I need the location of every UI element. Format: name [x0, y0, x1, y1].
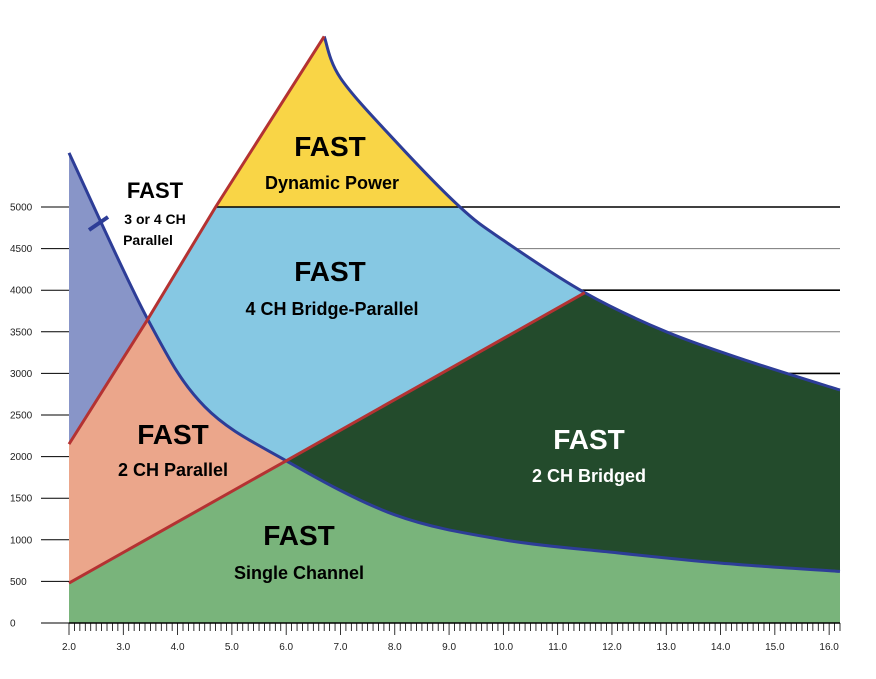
y-tick-label: 2500: [10, 411, 33, 422]
y-tick-label: 1500: [10, 494, 33, 505]
region-four-ch-bridge-parallel: [147, 207, 585, 461]
region-two-ch-bridged: [286, 292, 840, 572]
x-tick-label: 4.0: [171, 642, 185, 653]
x-tick-label: 8.0: [388, 642, 402, 653]
y-tick-label: 4000: [10, 286, 33, 297]
region-label-bridge-parallel-subtitle: 4 CH Bridge-Parallel: [245, 299, 418, 319]
y-tick-label: 0: [10, 619, 16, 630]
chart-regions: [69, 36, 840, 623]
x-tick-label: 7.0: [334, 642, 348, 653]
grid-lines: [215, 206, 840, 375]
x-tick-label: 5.0: [225, 642, 239, 653]
region-dynamic-power: [215, 36, 460, 207]
y-tick-label: 3000: [10, 369, 33, 380]
parallel-line: [67, 35, 326, 445]
x-tick-label: 13.0: [657, 642, 677, 653]
axes: 2.0 3.0 4.0 5.0 6.0 7.0 8.0 9.0 10.0 11.0 12.0 13.0…: [10, 203, 841, 653]
region-label-three-four-subtitle: 3 or 4 CH: [124, 211, 185, 227]
y-tick-label: 4500: [10, 244, 33, 255]
region-label-dynamic-power-title: FAST: [294, 131, 366, 162]
region-three-four-ch-parallel: [69, 152, 148, 445]
bridge-line: [68, 291, 586, 585]
x-tick-label: 12.0: [602, 642, 622, 653]
x-tick-label: 11.0: [548, 642, 567, 653]
y-tick-label: 2000: [10, 452, 33, 463]
x-tick-label: 2.0: [62, 642, 76, 653]
region-label-single-channel-subtitle: Single Channel: [234, 563, 364, 583]
x-tick-label: 16.0: [819, 642, 839, 653]
region-labels: FAST Dynamic Power FAST 4 CH Bridge-Para…: [118, 131, 646, 583]
y-tick-label: 1000: [10, 535, 33, 546]
region-label-three-four-subtitle-2: Parallel: [123, 232, 173, 248]
region-label-dynamic-power-subtitle: Dynamic Power: [265, 173, 399, 193]
region-single-channel: [69, 460, 840, 623]
region-two-ch-parallel: [69, 319, 287, 584]
x-tick-label: 14.0: [711, 642, 731, 653]
region-label-single-channel-title: FAST: [263, 520, 335, 551]
region-label-two-ch-bridged-subtitle: 2 CH Bridged: [532, 466, 646, 486]
power-curve-line: [322, 35, 841, 392]
region-label-two-ch-parallel-subtitle: 2 CH Parallel: [118, 460, 228, 480]
y-tick-label: 500: [10, 577, 27, 588]
x-tick-label: 10.0: [494, 642, 514, 653]
x-tick-label: 9.0: [442, 642, 456, 653]
region-label-three-four-title: FAST: [127, 178, 184, 203]
y-tick-label: 3500: [10, 327, 33, 338]
x-tick-label: 3.0: [116, 642, 130, 653]
region-label-two-ch-bridged-title: FAST: [553, 424, 625, 455]
pointer-line: [87, 215, 110, 232]
region-label-two-ch-parallel-title: FAST: [137, 419, 209, 450]
y-tick-label: 5000: [10, 203, 33, 214]
x-tick-label: 15.0: [765, 642, 785, 653]
x-tick-label: 6.0: [279, 642, 293, 653]
region-label-bridge-parallel-title: FAST: [294, 256, 366, 287]
single-channel-limit-line: [67, 152, 841, 573]
boundary-lines: [67, 35, 841, 585]
